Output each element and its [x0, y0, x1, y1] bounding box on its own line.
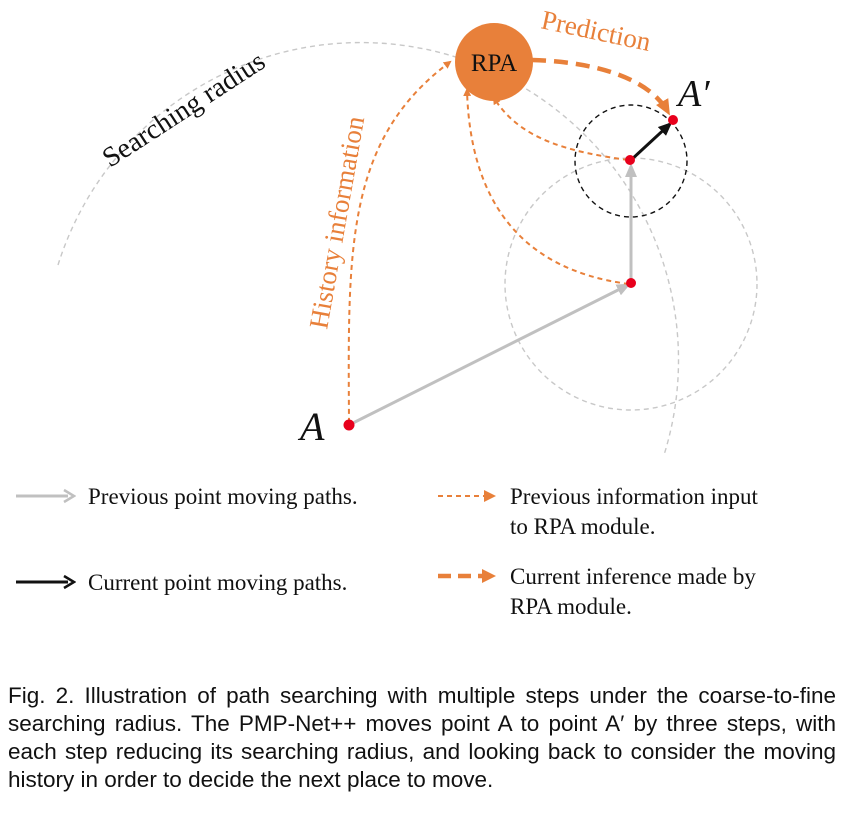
- prediction-label: Prediction: [539, 5, 654, 58]
- legend-current-paths: Current point moving paths.: [14, 568, 347, 598]
- rpa-module-circle: [455, 23, 533, 101]
- legend-current-inference-line1: Current inference made by: [510, 564, 756, 589]
- legend-previous-paths-text: Previous point moving paths.: [88, 484, 358, 509]
- point-A-prime: [668, 115, 678, 125]
- previous-path-step-1: [348, 283, 631, 427]
- prediction-arrow: [531, 57, 670, 116]
- history-information-label: History information: [303, 113, 370, 331]
- gray-arrow-icon: [16, 488, 76, 504]
- thin-orange-dashed-arrow-icon: [438, 490, 496, 502]
- legend-current-paths-text: Current point moving paths.: [88, 570, 348, 595]
- legend-current-inference-line2: RPA module.: [510, 594, 632, 619]
- rpa-module-label: RPA: [471, 50, 517, 77]
- legend-current-inference: Current inference made by RPA module.: [436, 562, 756, 622]
- history-arrow-from-A: [347, 60, 452, 424]
- thick-orange-dashed-arrow-icon: [438, 569, 496, 583]
- history-arrow-from-step-1: [463, 88, 630, 285]
- path-search-diagram: RPA A A′ Searching radius History inform…: [57, 5, 758, 456]
- point-step-2: [625, 155, 635, 165]
- medium-search-radius-circle: [504, 157, 758, 411]
- searching-radius-label: Searching radius: [97, 46, 271, 174]
- legend-current-inference-text: Current inference made by RPA module.: [510, 562, 756, 622]
- legend-previous-information-line2: to RPA module.: [510, 514, 656, 539]
- point-A: [343, 419, 355, 431]
- point-A-label: A: [297, 404, 325, 449]
- large-search-radius-arc: [57, 41, 680, 456]
- legend-previous-paths: Previous point moving paths.: [14, 482, 358, 512]
- legend-previous-information-text: Previous information input to RPA module…: [510, 482, 758, 542]
- history-arrow-from-step-2: [492, 96, 629, 161]
- legend-previous-information: Previous information input to RPA module…: [436, 482, 758, 542]
- legend-previous-information-line1: Previous information input: [510, 484, 758, 509]
- black-arrow-icon: [16, 574, 76, 590]
- figure-caption: Fig. 2. Illustration of path searching w…: [8, 683, 836, 792]
- point-A-prime-label: A′: [675, 73, 710, 115]
- current-path-step-3: [629, 121, 673, 162]
- small-search-radius-circle: [574, 104, 688, 218]
- point-step-1: [626, 278, 636, 288]
